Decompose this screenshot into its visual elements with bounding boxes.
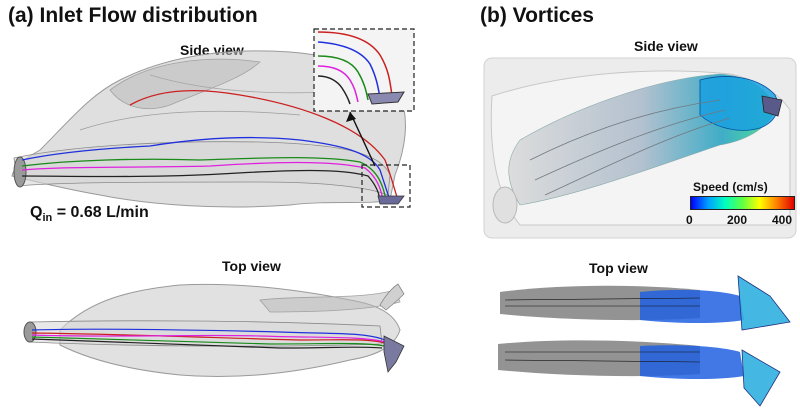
streamline-green: [21, 156, 387, 201]
streamline-magenta: [21, 161, 384, 201]
top-vortex-upper-tip: [737, 275, 791, 331]
panel-a-top-view-label: Top view: [222, 258, 281, 274]
top-vortex-streak-4: [504, 359, 701, 363]
inset-streamline-red: [317, 31, 393, 97]
colorbar-tick-400: 400: [772, 213, 793, 227]
streamline-black: [21, 169, 381, 201]
inset-streamline-magenta: [317, 65, 359, 103]
flow-rate-label: Qin = 0.68 L/min: [30, 204, 149, 224]
zoom-arrow-head: [346, 112, 356, 122]
panel-b-side-view-label: Side view: [634, 38, 698, 54]
top-cavity-right-lobe: [259, 289, 401, 313]
top-streamline-magenta: [31, 334, 387, 343]
top-outlet: [383, 335, 405, 373]
inset-streamline-blue: [317, 41, 381, 99]
colorbar-title: Speed (cm/s): [693, 180, 768, 194]
flow-rate-subscript: in: [42, 212, 53, 225]
flow-rate-symbol: Q: [30, 204, 43, 221]
vortex-side-inlet: [492, 186, 518, 224]
outlet-shape: [377, 195, 405, 205]
colorbar-tick-200: 200: [727, 213, 748, 227]
flow-rate-value: = 0.68 L/min: [56, 204, 149, 221]
vortex-strand-1: [529, 99, 721, 161]
inlet-tube: [13, 141, 391, 196]
inset-outlet: [367, 91, 405, 105]
top-nostril-upper: [379, 283, 405, 311]
vortex-outlet: [761, 95, 783, 117]
inset-streamline-green: [317, 55, 369, 101]
zoom-arrow-line: [349, 111, 376, 167]
inlet-opening: [13, 156, 27, 188]
streamline-red: [129, 89, 399, 201]
top-streamline-blue: [31, 328, 386, 341]
top-vortex-streak-1: [504, 297, 701, 301]
vortex-strand-3: [544, 117, 731, 196]
panel-b-title: (b) Vortices: [480, 4, 594, 27]
top-streamline-black: [31, 338, 383, 349]
top-vortex-lower-tip: [741, 349, 781, 407]
top-streamline-red: [31, 332, 389, 345]
inset-streamline-black: [317, 75, 351, 105]
side-cavity-ridge-2: [149, 74, 331, 94]
top-streamline-green: [31, 336, 385, 347]
colorbar-tick-0: 0: [686, 213, 693, 227]
top-vortex-upper-body: [640, 289, 744, 323]
side-cavity-ridge: [79, 110, 301, 131]
vortex-strand-2: [534, 109, 726, 181]
zoom-source-box: [361, 164, 411, 208]
streamline-blue: [21, 136, 391, 201]
panel-b-top-view-label: Top view: [589, 260, 648, 276]
colorbar: [690, 196, 795, 210]
panel-a-title: (a) Inlet Flow distribution: [8, 4, 258, 27]
